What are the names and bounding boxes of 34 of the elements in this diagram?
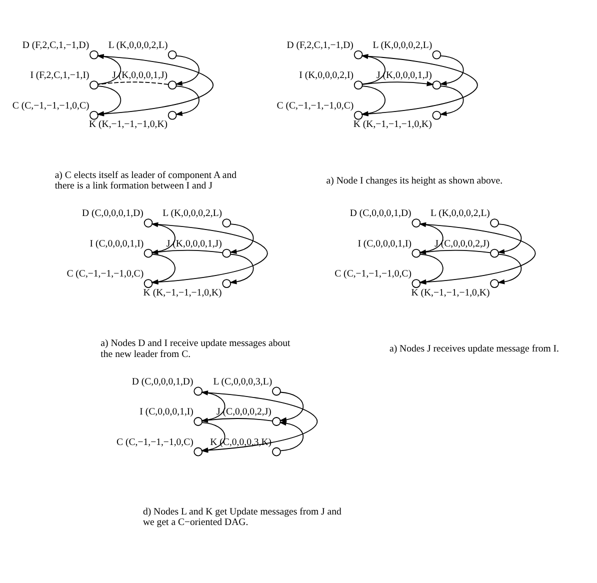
node-label: D (C,0,0,0,1,D) [82,208,144,219]
label: a) Nodes J receives update message from I. [390,342,559,354]
node-label: K (K,−1,−1,−1,0,K) [411,286,490,298]
node-label: I (F,2,C,1,−1,I) [30,70,90,81]
node-label: C (C,−1,−1,−1,0,C) [116,436,194,448]
node-label: J (C,0,0,0,2,J) [434,238,490,249]
node-label: I (C,0,0,0,1,I) [358,238,412,249]
node-label: L (K,0,0,0,2,L) [108,39,168,50]
label: d) Nodes L and K get Update messages from J and we get a C−oriented DAG. [142,506,342,528]
node-label: K (K,−1,−1,−1,0,K) [143,286,222,298]
node-label: L (K,0,0,0,2,L) [372,39,432,50]
node-label: C (C,−1,−1,−1,0,C) [66,268,144,280]
node-label: I (C,0,0,0,1,I) [140,406,194,418]
node-label: C (C,−1,−1,−1,0,C) [12,100,90,111]
node-label: C (C,−1,−1,−1,0,C) [276,100,354,111]
node-label: I (C,0,0,0,1,I) [90,238,144,249]
node-label: J (K,0,0,0,1,J) [376,70,432,81]
node-label: L (C,0,0,0,3,L) [213,376,272,387]
node-label: D (F,2,C,1,−1,D) [286,39,354,50]
node-label: J (K,0,0,0,1,J) [112,70,168,81]
node-label: I (K,0,0,0,2,I) [299,70,354,81]
node-label: L (K,0,0,0,2,L) [430,208,490,219]
node-label: K (K,−1,−1,−1,0,K) [89,118,168,130]
node-label: J (K,0,0,0,1,J) [166,238,222,249]
node-label: L (K,0,0,0,2,L) [162,208,222,219]
node-label: D (F,2,C,1,−1,D) [22,39,90,50]
node-label: C (C,−1,−1,−1,0,C) [334,268,412,280]
label: a) Nodes D and I receive update messages about the new leader from C. [100,338,290,360]
node-label: J (C,0,0,0,2,J) [216,406,272,418]
node-label: D (C,0,0,0,1,D) [132,376,194,387]
label: a) C elects itself as leader of component A and there is a link formation between I and J [54,169,237,192]
node-label: K (K,−1,−1,−1,0,K) [353,118,432,130]
node-label: D (C,0,0,0,1,D) [350,208,412,219]
label: a) Node I changes its height as shown above. [326,174,503,186]
